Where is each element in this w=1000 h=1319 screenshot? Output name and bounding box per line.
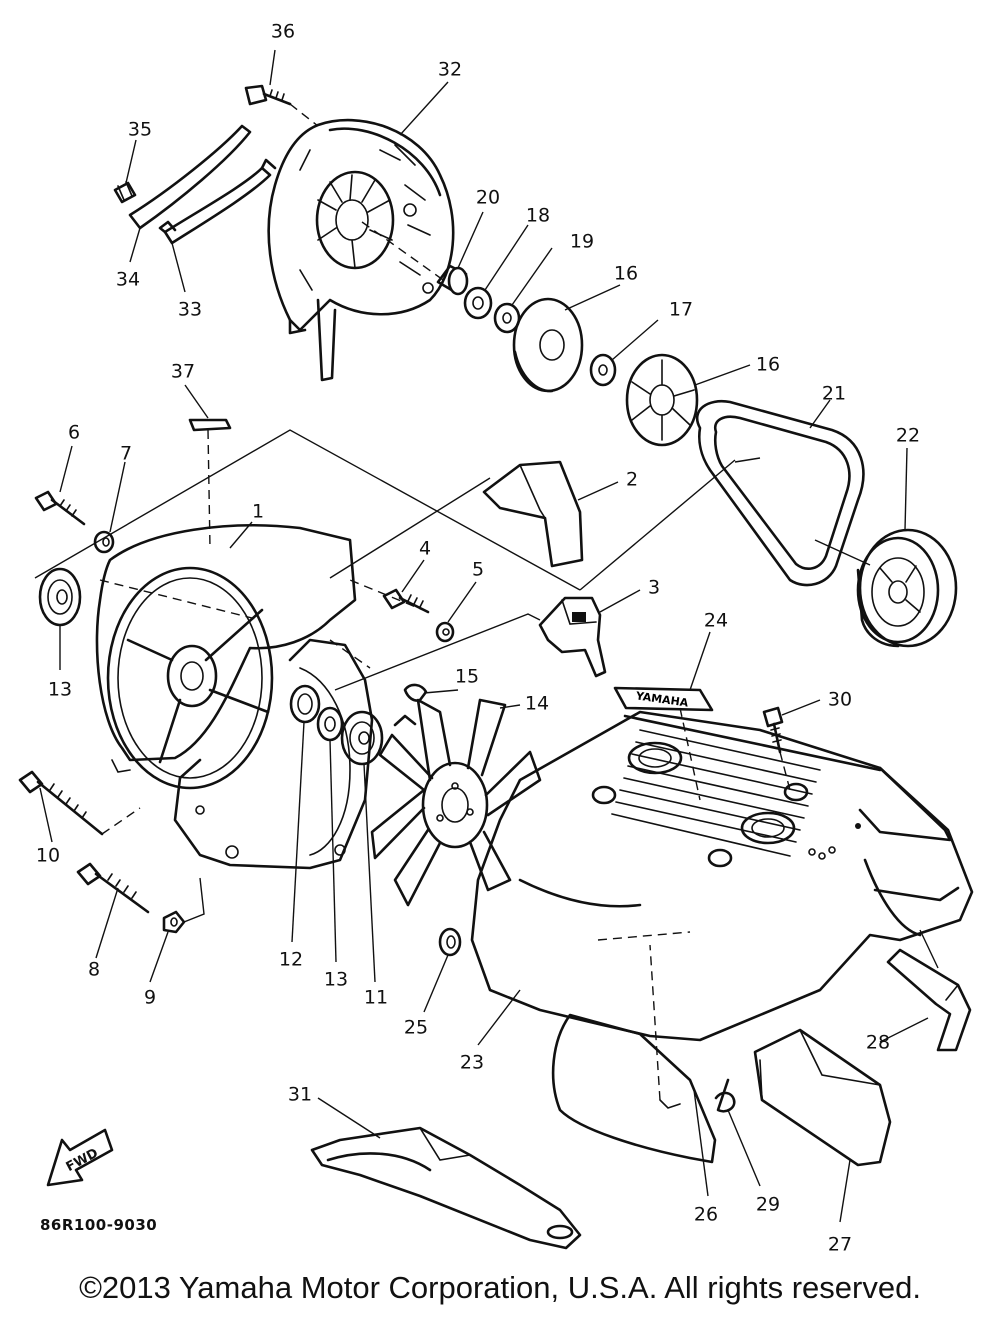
callout-7: 7 [120,443,132,465]
callout-15: 15 [455,666,479,688]
part-14-fan [370,698,542,907]
part-6-bolt [34,490,86,526]
part-21-belt [695,399,865,587]
callout-22: 22 [896,425,920,447]
part-5-washer [435,621,455,643]
callout-23: 23 [460,1052,484,1074]
callout-25: 25 [404,1017,428,1039]
callout-26: 26 [694,1204,718,1226]
part-26-plate [551,1013,717,1164]
callout-1: 1 [252,501,264,523]
part-10-bolt [18,770,104,836]
part-25-grommet [438,927,462,957]
part-2-duct [482,460,584,568]
callout-27: 27 [828,1234,852,1256]
part-23-shroud [470,710,974,1042]
callout-3: 3 [648,577,660,599]
part-9-nut [162,910,186,934]
callout-5: 5 [472,559,484,581]
callout-13-right: 13 [324,969,348,991]
part-32-fan-cover [267,118,455,382]
part-16-pulley-half-rear [625,353,699,447]
part-11-bearing [340,710,384,766]
part-28-duct [886,948,972,1052]
callout-33: 33 [178,299,202,321]
part-29-clip [714,1078,736,1113]
callout-32: 32 [438,59,462,81]
callout-18: 18 [526,205,550,227]
callout-14: 14 [525,693,549,715]
part-33-strip [158,158,277,245]
part-1-fan-cover [95,524,357,790]
callout-24: 24 [704,610,728,632]
part-13-washer-right [316,706,344,742]
rear-housing [173,638,374,870]
callout-19: 19 [570,231,594,253]
part-16-pulley-half-front [512,297,584,393]
callout-31: 31 [288,1084,312,1106]
fwd-arrow: FWD [46,1128,114,1187]
part-37-clip [188,418,232,432]
part-27-box [753,1028,892,1167]
diagram-code: 86R100-9030 [40,1216,157,1234]
callout-28: 28 [866,1032,890,1054]
part-34-strip [128,124,252,230]
part-13-bearing-left [38,567,82,627]
part-7-grommet [93,530,115,554]
callout-16-front: 16 [614,263,638,285]
callout-2: 2 [626,469,638,491]
callout-35: 35 [128,119,152,141]
part-31-lower-duct [310,1126,582,1250]
callout-13-left: 13 [48,679,72,701]
callout-12: 12 [279,949,303,971]
part-3-bracket [538,596,607,678]
callout-11: 11 [364,987,388,1009]
part-22-pulley [856,528,958,648]
callout-17: 17 [669,299,693,321]
part-15-key [403,683,428,702]
part-20-collar [436,264,469,296]
part-17-washer [589,353,617,387]
callout-9: 9 [144,987,156,1009]
callout-16-rear: 16 [756,354,780,376]
callout-labels: 1 2 3 4 5 6 7 8 9 10 11 12 13 13 14 15 1… [36,21,920,1256]
callout-4: 4 [419,538,431,560]
callout-37: 37 [171,361,195,383]
callout-30: 30 [828,689,852,711]
part-35-screw [113,181,137,204]
callout-34: 34 [116,269,140,291]
callout-6: 6 [68,422,80,444]
callout-10: 10 [36,845,60,867]
callout-8: 8 [88,959,100,981]
leader-lines [34,49,939,1223]
callout-36: 36 [271,21,295,43]
callout-21: 21 [822,383,846,405]
part-36-bolt [244,84,292,106]
part-12-circlip [289,684,321,724]
callout-20: 20 [476,187,500,209]
callout-29: 29 [756,1194,780,1216]
copyright-notice: ©2013 Yamaha Motor Corporation, U.S.A. A… [79,1270,921,1305]
part-24-decal: YAMAHA [613,686,714,712]
part-30-bolt [762,706,784,754]
part-18-nut [463,286,493,320]
part-8-bolt [76,862,150,914]
part-24-decal-text: YAMAHA [634,689,689,709]
